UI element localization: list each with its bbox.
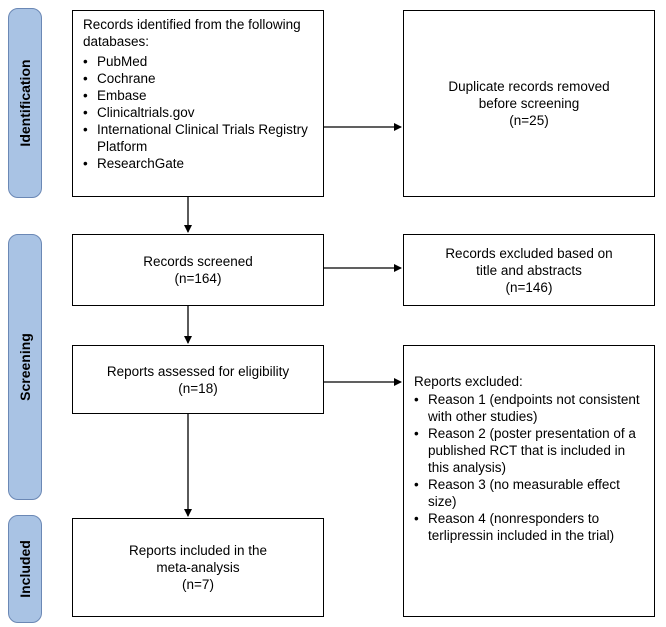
records-identified-heading: Records identified from the following da… bbox=[83, 17, 301, 49]
reports-included-line1: Reports included in the bbox=[128, 543, 268, 558]
database-item: PubMed bbox=[83, 53, 315, 70]
reports-assessed-count: (n=18) bbox=[178, 380, 218, 396]
exclusion-reason: Reason 1 (endpoints not consistent with … bbox=[414, 391, 646, 425]
reports-excluded-heading: Reports excluded: bbox=[414, 374, 523, 389]
phase-included: Included bbox=[8, 515, 42, 623]
records-identified-box: Records identified from the following da… bbox=[72, 10, 324, 197]
records-screened-line1: Records screened bbox=[143, 254, 253, 269]
reports-assessed-box: Reports assessed for eligibility (n=18) bbox=[72, 345, 324, 414]
records-screened-box: Records screened (n=164) bbox=[72, 234, 324, 306]
exclusion-reason-list: Reason 1 (endpoints not consistent with … bbox=[414, 391, 646, 544]
database-item: ResearchGate bbox=[83, 155, 315, 172]
phase-identification: Identification bbox=[8, 8, 42, 198]
reports-included-line2: meta-analysis bbox=[156, 560, 240, 575]
records-excluded-line1: Records excluded based on bbox=[445, 245, 613, 261]
database-list: PubMed Cochrane Embase Clinicaltrials.go… bbox=[83, 53, 315, 172]
reports-assessed-line1: Reports assessed for eligibility bbox=[106, 363, 290, 379]
reports-excluded-box: Reports excluded: Reason 1 (endpoints no… bbox=[403, 345, 655, 617]
database-item: Clinicaltrials.gov bbox=[83, 104, 315, 121]
phase-screening: Screening bbox=[8, 234, 42, 500]
duplicates-count: (n=25) bbox=[509, 113, 549, 128]
database-item: Cochrane bbox=[83, 70, 315, 87]
duplicates-line2: before screening bbox=[478, 96, 580, 111]
reports-included-count: (n=7) bbox=[182, 577, 214, 592]
records-screened-count: (n=164) bbox=[174, 271, 222, 286]
database-item: Embase bbox=[83, 87, 315, 104]
exclusion-reason: Reason 3 (no measurable effect size) bbox=[414, 476, 646, 510]
exclusion-reason: Reason 4 (nonresponders to terlipressin … bbox=[414, 510, 646, 544]
records-excluded-line2: title and abstracts bbox=[476, 262, 582, 278]
duplicates-removed-box: Duplicate records removed before screeni… bbox=[403, 10, 655, 197]
exclusion-reason: Reason 2 (poster presentation of a publi… bbox=[414, 425, 646, 476]
database-item: International Clinical Trials Registry P… bbox=[83, 121, 315, 155]
records-excluded-box: Records excluded based on title and abst… bbox=[403, 234, 655, 306]
records-excluded-count: (n=146) bbox=[505, 279, 553, 295]
duplicates-line1: Duplicate records removed bbox=[448, 79, 610, 94]
reports-included-box: Reports included in the meta-analysis (n… bbox=[72, 518, 324, 617]
